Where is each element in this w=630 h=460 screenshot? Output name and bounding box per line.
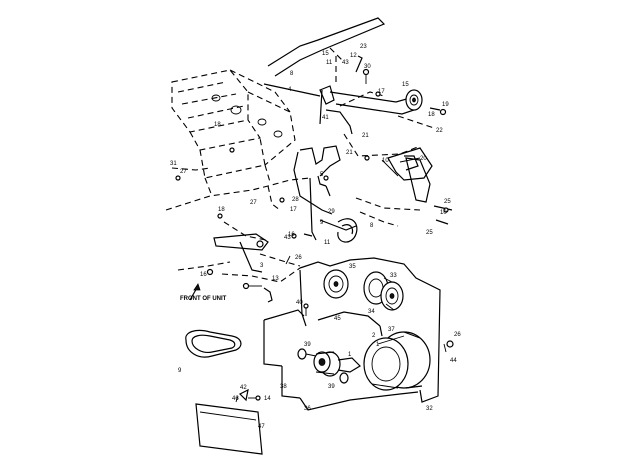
callout-label: 30 <box>364 64 371 70</box>
callout-label: 16 <box>288 232 295 238</box>
callout-label: 39 <box>304 342 311 348</box>
front-of-unit-label: FRONT OF UNIT <box>180 296 227 302</box>
callout-label: 13 <box>272 276 279 282</box>
callout-label: 4 <box>288 87 292 93</box>
callout-label: 35 <box>349 264 356 270</box>
idler-spring <box>337 218 358 243</box>
callout-label: 34 <box>368 309 375 315</box>
callout-label: 5 <box>320 172 324 178</box>
callout-label: 15 <box>322 51 329 57</box>
callout-label: 1 <box>376 342 380 348</box>
callout-label: 29 <box>328 209 335 215</box>
callout-label: 8 <box>370 223 374 229</box>
callout-label: 15 <box>402 82 409 88</box>
front-of-unit-text: FRONT OF UNIT <box>180 296 227 302</box>
callout-label: 21 <box>362 133 369 139</box>
callout-label: 10 <box>440 210 447 216</box>
callout-label: 8 <box>290 71 294 77</box>
callout-label: 43 <box>284 235 291 241</box>
callout-label: 12 <box>350 53 357 59</box>
bolt-assembly-19 <box>397 107 447 129</box>
callout-label: 18 <box>428 112 435 118</box>
callout-label: 10 <box>382 158 389 164</box>
callout-label: 38 <box>280 384 287 390</box>
callout-label: 25 <box>444 199 451 205</box>
callout-label: 26 <box>454 332 461 338</box>
callout-label: 25 <box>426 230 433 236</box>
routing-lines <box>165 167 453 283</box>
v-belt <box>185 329 242 358</box>
callout-label: 26 <box>295 255 302 261</box>
callout-label: 3 <box>260 263 264 269</box>
callout-label: 27 <box>180 169 187 175</box>
callout-label: 20 <box>420 156 427 162</box>
callout-label: 27 <box>250 200 257 206</box>
callout-label: 43 <box>342 60 349 66</box>
callout-label: 14 <box>264 396 271 402</box>
mid-bracket <box>293 133 431 215</box>
callout-label: 2 <box>372 333 376 339</box>
callout-label: 1 <box>348 352 352 358</box>
callout-label: 18 <box>214 122 221 128</box>
callout-label: 9 <box>178 368 182 374</box>
callout-label: 16 <box>200 272 207 278</box>
callout-label: 28 <box>292 197 299 203</box>
shift-lever-assembly <box>263 17 415 135</box>
callout-label: 31 <box>170 161 177 167</box>
callout-label: 11 <box>324 240 331 246</box>
callout-label: 32 <box>426 406 433 412</box>
callout-label: 17 <box>290 207 297 213</box>
skid-plate <box>195 395 263 455</box>
cam-plate <box>387 147 433 181</box>
callout-label: 19 <box>442 102 449 108</box>
callout-label: 17 <box>378 89 385 95</box>
lower-drive-frame <box>263 257 441 411</box>
callout-label: 41 <box>322 115 329 121</box>
hub-gear-assembly <box>297 348 361 384</box>
callout-label: 33 <box>390 273 397 279</box>
callout-label: 9 <box>320 220 324 226</box>
drive-pulleys <box>323 269 404 311</box>
callout-labels: 23 15 12 43 11 8 30 4 17 15 19 18 22 18 … <box>170 44 461 430</box>
callout-label: 21 <box>346 150 353 156</box>
callout-label: 44 <box>450 358 457 364</box>
upper-pulley <box>405 89 423 111</box>
callout-label: 39 <box>328 384 335 390</box>
callout-label: 40 <box>296 300 303 306</box>
callout-label: 36 <box>304 406 311 412</box>
callout-label: 18 <box>218 207 225 213</box>
callout-label: 47 <box>258 424 265 430</box>
lower-lever-arm <box>213 233 301 273</box>
callout-label: 11 <box>326 60 333 66</box>
callout-label: 37 <box>388 327 395 333</box>
callout-label: 42 <box>240 385 247 391</box>
front-of-unit-arrow-icon <box>189 283 201 301</box>
callout-label: 45 <box>334 316 341 322</box>
drive-wheel-tire <box>363 331 431 391</box>
chassis-housing <box>171 69 296 197</box>
callout-label: 46 <box>232 396 239 402</box>
callout-label: 22 <box>436 128 443 134</box>
small-parts <box>175 91 454 402</box>
callout-label: 23 <box>360 44 367 50</box>
